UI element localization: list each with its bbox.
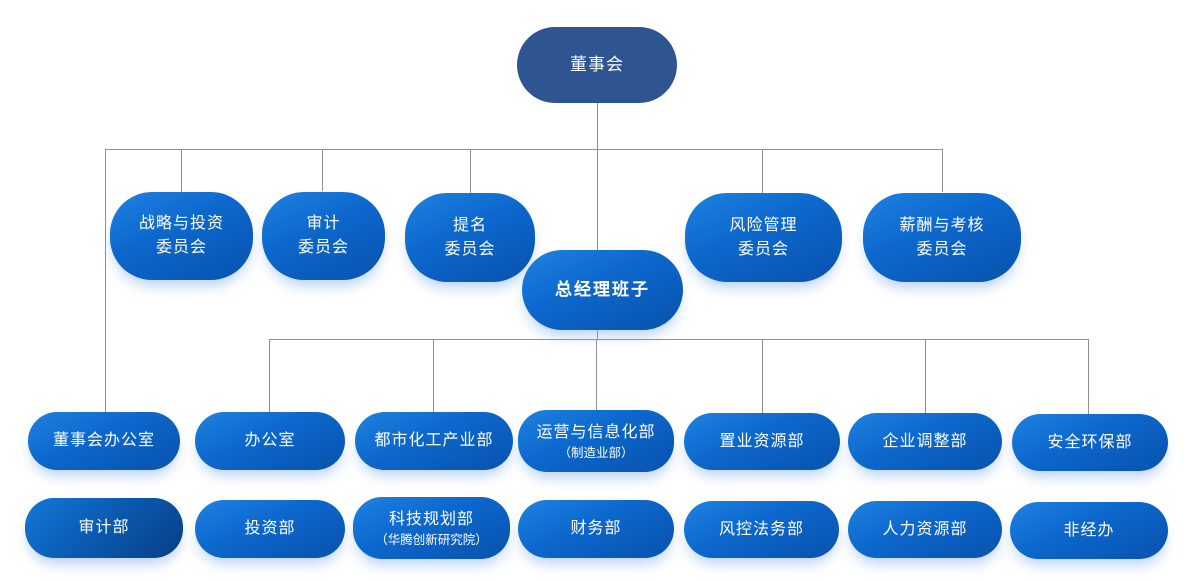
connector-strategy-drop [181,149,182,193]
connector-nomination-drop [470,149,471,193]
node-label: 董事会办公室 [52,432,155,449]
node-label: 风控法务部 [718,520,804,538]
node-label: 投资部 [244,520,296,537]
node-label-line2: 委员会 [155,239,207,256]
connector-gm-down [597,330,598,339]
node-board-of-directors: 董事会 [517,27,677,103]
node-enterprise-adjustment-dept: 企业调整部 [848,413,1002,470]
node-compensation-assessment-committee: 薪酬与考核 委员会 [863,193,1021,282]
node-nomination-committee: 提名 委员会 [405,193,535,282]
node-board-office: 董事会办公室 [28,412,180,470]
node-label: 办公室 [244,432,296,449]
node-finance-dept: 财务部 [518,500,674,558]
node-label: 企业调整部 [882,432,968,450]
connector-board-office-drop [105,149,106,412]
node-non-operating-office: 非经办 [1010,502,1168,559]
node-general-manager-team: 总经理班子 [522,250,683,330]
node-strategy-investment-committee: 战略与投资 委员会 [110,192,253,280]
node-office: 办公室 [195,412,345,470]
node-urban-chemical-industry-dept: 都市化工产业部 [355,412,513,470]
connector-realestate-drop [762,339,763,413]
connector-chemical-drop [433,339,434,413]
node-label: 财务部 [570,520,622,537]
node-label-line1: 审计 [306,215,341,232]
node-label-line1: 风险管理 [729,216,798,234]
connector-operations-drop [596,339,597,410]
node-label: 都市化工产业部 [374,432,494,449]
node-label: 科技规划部 [388,510,474,528]
node-label: 总经理班子 [555,280,650,300]
connector-compensation-drop [942,149,943,192]
connector-mid-horizontal [269,339,1088,340]
node-tech-planning-dept: 科技规划部 （华腾创新研究院） [353,497,510,559]
node-audit-committee: 审计 委员会 [262,192,385,280]
node-realestate-resources-dept: 置业资源部 [684,413,840,470]
connector-top-horizontal [105,149,943,150]
connector-office-drop [269,339,270,413]
node-label-line2: 委员会 [297,239,349,256]
node-investment-dept: 投资部 [195,500,345,558]
node-label-line2: 委员会 [737,240,789,258]
node-label-line1: 薪酬与考核 [899,216,985,234]
node-label-line2: 委员会 [916,240,968,258]
connector-safety-drop [1088,339,1089,415]
node-label: 审计部 [78,519,130,536]
node-sublabel: （制造业部） [558,445,634,460]
connector-gm-drop [597,149,598,250]
node-label: 置业资源部 [719,432,805,450]
node-human-resources-dept: 人力资源部 [848,501,1002,558]
node-label: 非经办 [1063,521,1115,539]
connector-audit-committee-drop [322,149,323,191]
connector-root-down [597,103,598,149]
node-operations-informatization-dept: 运营与信息化部 （制造业部） [518,410,674,472]
node-label: 人力资源部 [882,520,968,538]
node-sublabel: （华腾创新研究院） [375,532,488,547]
node-label: 运营与信息化部 [536,423,656,441]
node-label: 安全环保部 [1047,433,1133,451]
node-risk-legal-dept: 风控法务部 [684,501,839,558]
node-label: 董事会 [570,55,624,75]
node-label-line1: 提名 [452,216,487,234]
node-risk-management-committee: 风险管理 委员会 [685,193,842,282]
connector-adjustment-drop [925,339,926,413]
node-safety-environment-dept: 安全环保部 [1012,414,1168,471]
node-audit-dept: 审计部 [25,498,183,558]
node-label-line2: 委员会 [444,240,496,258]
node-label-line1: 战略与投资 [138,215,224,232]
connector-risk-drop [762,149,763,193]
